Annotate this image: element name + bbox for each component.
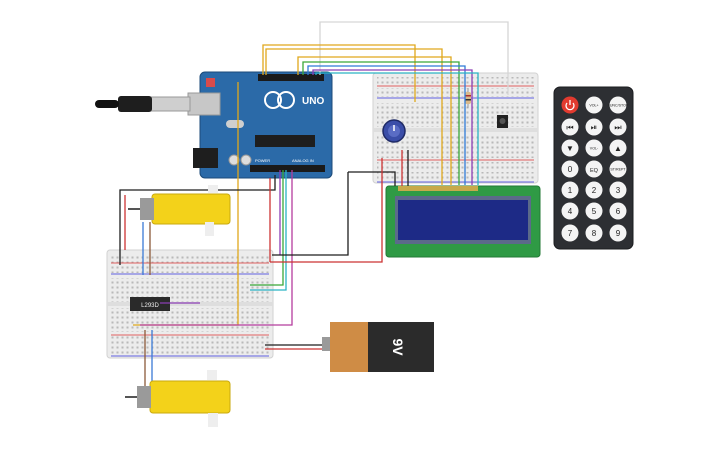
remote-button-vol-plus[interactable]: VOL+	[585, 96, 603, 114]
remote-button-down[interactable]: ▼	[561, 139, 579, 157]
remote-button-power[interactable]	[561, 96, 579, 114]
remote-button-eq-face	[585, 160, 603, 178]
remote-button-zero-face	[561, 160, 579, 178]
remote-button-eight[interactable]: 8	[585, 224, 603, 242]
remote-button-play-pause-label: ⏯	[591, 123, 597, 132]
remote-button-fast-forward-face	[609, 118, 627, 136]
battery-label: 9V	[390, 338, 406, 356]
remote-button-four[interactable]: 4	[561, 202, 579, 220]
remote-button-seven[interactable]: 7	[561, 224, 579, 242]
remote-button-down-face	[561, 139, 579, 157]
remote-button-up[interactable]: ▲	[609, 139, 627, 157]
remote-button-grid: VOL+ FUNC/STOP ⏮ ⏯ ⏭ ▼ VOL- ▲ 0 EQ ST/REPT 1 2 3 4 5 6 7 8…	[561, 96, 629, 242]
remote-button-nine-label: 9	[616, 229, 621, 238]
remote-button-five-label: 5	[592, 207, 597, 216]
remote-button-two[interactable]: 2	[585, 181, 603, 199]
lcd-display	[385, 185, 541, 258]
ir-receiver	[497, 115, 508, 128]
remote-button-play-pause[interactable]: ⏯	[585, 118, 603, 136]
remote-button-two-label: 2	[592, 186, 597, 195]
resistor	[465, 88, 471, 108]
dc-motor-top	[128, 185, 231, 236]
remote-button-one-label: 1	[568, 186, 573, 195]
remote-button-five-face	[585, 202, 603, 220]
remote-button-func-stop-face	[609, 96, 627, 114]
wires	[119, 21, 509, 395]
remote-button-zero-label: 0	[568, 165, 573, 174]
remote-button-eq[interactable]: EQ	[585, 160, 603, 178]
battery-9v: 9V	[322, 322, 434, 372]
potentiometer[interactable]	[382, 119, 406, 143]
ir-remote: VOL+ FUNC/STOP ⏮ ⏯ ⏭ ▼ VOL- ▲ 0 EQ ST/REPT 1 2 3 4 5 6 7 8…	[553, 86, 634, 250]
usb-cable	[95, 96, 191, 112]
remote-button-vol-minus[interactable]: VOL-	[585, 139, 603, 157]
remote-button-up-face	[609, 139, 627, 157]
remote-button-six-face	[609, 202, 627, 220]
remote-button-vol-minus-face	[585, 139, 603, 157]
dc-motor-bottom	[125, 370, 231, 427]
arduino-brand: UNO	[302, 96, 324, 107]
remote-button-st-rept-label: ST/REPT	[610, 168, 626, 172]
breadboard-bottom	[106, 249, 274, 359]
remote-button-six[interactable]: 6	[609, 202, 627, 220]
remote-button-four-label: 4	[568, 207, 573, 216]
remote-button-fast-forward-label: ⏭	[614, 123, 621, 132]
remote-button-two-face	[585, 181, 603, 199]
remote-button-eight-label: 8	[592, 229, 597, 238]
remote-button-vol-minus-label: VOL-	[590, 147, 599, 151]
remote-button-eq-label: EQ	[590, 168, 599, 174]
remote-button-rewind-label: ⏮	[566, 123, 573, 132]
remote-button-vol-plus-face	[585, 96, 603, 114]
remote-button-rewind-face	[561, 118, 579, 136]
remote-button-down-label: ▼	[566, 144, 574, 153]
remote-button-st-rept[interactable]: ST/REPT	[609, 160, 627, 178]
remote-button-six-label: 6	[616, 207, 621, 216]
remote-button-eight-face	[585, 224, 603, 242]
remote-button-three[interactable]: 3	[609, 181, 627, 199]
remote-button-play-pause-face	[585, 118, 603, 136]
remote-button-three-label: 3	[616, 186, 621, 195]
remote-button-func-stop-label: FUNC/STOP	[608, 104, 629, 108]
arduino-uno: UNO POWER ANALOG IN	[187, 71, 333, 179]
remote-button-st-rept-face	[609, 160, 627, 178]
remote-button-seven-face	[561, 224, 579, 242]
remote-button-func-stop[interactable]: FUNC/STOP	[608, 96, 629, 114]
remote-button-up-label: ▲	[614, 144, 622, 153]
remote-button-four-face	[561, 202, 579, 220]
remote-button-fast-forward[interactable]: ⏭	[609, 118, 627, 136]
remote-button-one[interactable]: 1	[561, 181, 579, 199]
remote-button-one-face	[561, 181, 579, 199]
arduino-analog-label: ANALOG IN	[292, 158, 314, 163]
remote-button-nine[interactable]: 9	[609, 224, 627, 242]
remote-button-rewind[interactable]: ⏮	[561, 118, 579, 136]
chip-label: L293D	[141, 303, 159, 309]
remote-button-three-face	[609, 181, 627, 199]
motor-driver-chip: L293D	[130, 297, 170, 311]
remote-button-nine-face	[609, 224, 627, 242]
remote-button-five[interactable]: 5	[585, 202, 603, 220]
arduino-power-label: POWER	[255, 158, 270, 163]
power-icon	[565, 102, 575, 111]
remote-button-seven-label: 7	[568, 229, 573, 238]
breadboard-top	[372, 72, 539, 184]
remote-button-vol-plus-label: VOL+	[589, 104, 598, 108]
remote-button-zero[interactable]: 0	[561, 160, 579, 178]
